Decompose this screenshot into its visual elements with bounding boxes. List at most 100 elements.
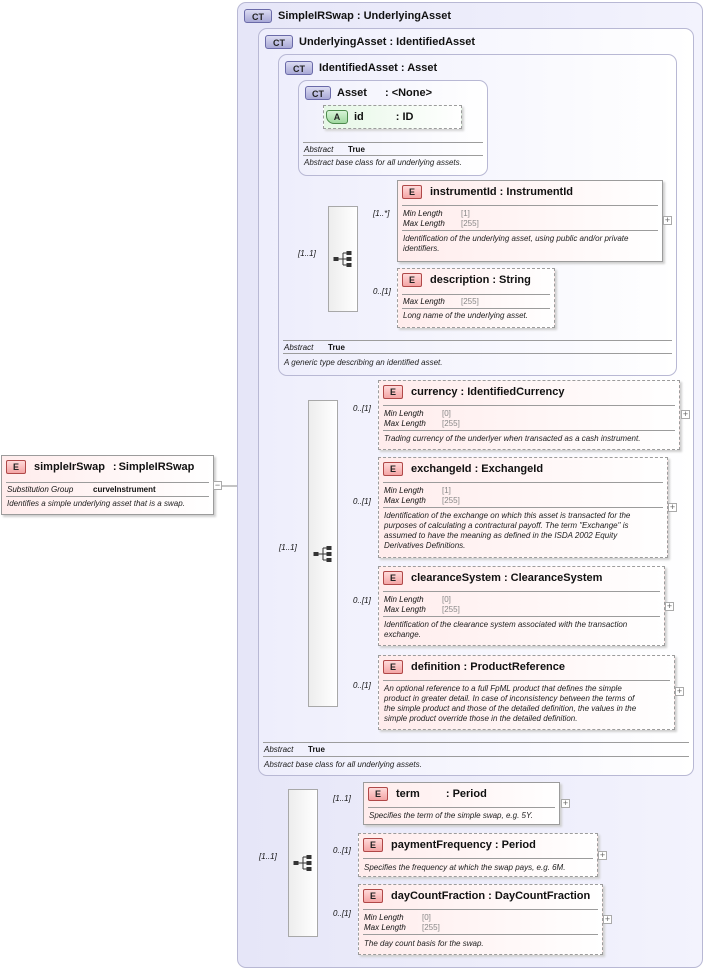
complextype-documentation: Abstract base class for all underlying a… (264, 760, 422, 769)
element-documentation: An optional reference to a full FpML pro… (384, 684, 669, 724)
collapse-toggle[interactable]: − (213, 480, 222, 490)
doc-line: Identification of the clearance system a… (384, 620, 628, 629)
divider (383, 482, 663, 483)
expand-toggle[interactable]: + (668, 502, 677, 512)
doc-line: simple product override those in the det… (384, 714, 578, 723)
cardinality-label: 0..[1] (353, 681, 371, 690)
doc-line: Identification of the underlying asset, … (403, 234, 629, 243)
complextype-title: SimpleIRSwap : UnderlyingAsset (278, 10, 451, 22)
cardinality-label: [1..1] (333, 794, 351, 803)
element-exchangeid[interactable]: E exchangeId : ExchangeId Min Length[1] … (378, 457, 668, 558)
facet-label: Min Length (403, 209, 443, 218)
doc-line: Derivatives Definitions. (384, 541, 466, 550)
facet-label: Substitution Group (7, 485, 74, 494)
facet-value: [255] (442, 419, 460, 428)
facet-value: [0] (422, 913, 431, 922)
element-currency[interactable]: E currency : IdentifiedCurrency Min Leng… (378, 380, 680, 450)
sequence-compositor[interactable] (288, 789, 318, 937)
facet-label: Min Length (384, 409, 424, 418)
cardinality-label: 0..[1] (333, 846, 351, 855)
element-simpleirswap[interactable]: E simpleIrSwap : SimpleIRSwap Substituti… (1, 455, 214, 515)
element-description[interactable]: E description : String Max Length[255] L… (397, 268, 555, 328)
doc-line: purposes of calculating a contractural p… (384, 521, 629, 530)
element-clearancesystem[interactable]: E clearanceSystem : ClearanceSystem Min … (378, 566, 665, 646)
expand-toggle[interactable]: + (561, 798, 570, 808)
facet-label: Max Length (403, 219, 445, 228)
element-icon: E (6, 460, 26, 474)
element-definition[interactable]: E definition : ProductReference An optio… (378, 655, 675, 730)
expand-toggle[interactable]: + (598, 850, 607, 860)
element-icon: E (383, 660, 403, 674)
divider (383, 507, 663, 508)
facet-value: [255] (461, 219, 479, 228)
complextype-icon: CT (244, 9, 272, 23)
facet-value: [1] (461, 209, 470, 218)
element-paymentfrequency[interactable]: E paymentFrequency : Period Specifies th… (358, 833, 598, 877)
divider (383, 591, 660, 592)
complextype-documentation: A generic type describing an identified … (284, 358, 443, 367)
sequence-icon (333, 251, 352, 267)
element-documentation: Specifies the frequency at which the swa… (364, 863, 566, 872)
element-term[interactable]: E term : Period Specifies the term of th… (363, 782, 560, 825)
divider (368, 807, 555, 808)
facet-label: Min Length (364, 913, 404, 922)
facet-min-length: Min Length[1] (384, 486, 451, 495)
element-icon: E (363, 838, 383, 852)
element-icon: E (383, 571, 403, 585)
cardinality-label: 0..[1] (333, 909, 351, 918)
element-header: E instrumentId : InstrumentId (402, 185, 573, 199)
doc-line: product in greater detail. In case of in… (384, 694, 635, 703)
cardinality-label: 0..[1] (353, 596, 371, 605)
element-header: E dayCountFraction : DayCountFraction (363, 889, 590, 903)
expand-toggle[interactable]: + (675, 686, 684, 696)
element-documentation: Identification of the underlying asset, … (403, 234, 657, 254)
element-title: definition : ProductReference (411, 661, 566, 673)
element-instrumentid[interactable]: E instrumentId : InstrumentId Min Length… (397, 180, 663, 262)
facet-max-length: Max Length[255] (403, 297, 479, 306)
attribute-id[interactable]: A id : ID (323, 105, 462, 129)
sequence-compositor[interactable] (328, 206, 358, 312)
abstract-label: Abstract (304, 145, 334, 154)
element-daycountfraction[interactable]: E dayCountFraction : DayCountFraction Mi… (358, 884, 603, 955)
attribute-icon: A (326, 110, 348, 124)
expand-toggle[interactable]: + (681, 409, 690, 419)
expand-toggle[interactable]: + (603, 914, 612, 924)
cardinality-label: 0..[1] (353, 497, 371, 506)
attribute-name: id (354, 111, 364, 123)
abstract-value: True (348, 145, 365, 154)
complextype-title: UnderlyingAsset : IdentifiedAsset (299, 36, 476, 48)
facet-label: Max Length (384, 419, 426, 428)
sequence-icon (293, 855, 312, 871)
element-documentation: Identification of the clearance system a… (384, 620, 659, 640)
complextype-name: Asset (337, 87, 367, 99)
facet-max-length: Max Length[255] (384, 496, 460, 505)
element-icon: E (402, 273, 422, 287)
facet-max-length: Max Length[255] (364, 923, 440, 932)
element-title: currency : IdentifiedCurrency (411, 386, 565, 398)
element-name: simpleIrSwap (34, 461, 105, 473)
complextype-icon: CT (285, 61, 313, 75)
facet-max-length: Max Length [255] (403, 219, 479, 228)
facet-min-length: Min Length [1] (403, 209, 470, 218)
expand-toggle[interactable]: + (663, 215, 672, 225)
abstract-label: Abstract (284, 343, 314, 352)
element-documentation: Identification of the exchange on which … (384, 511, 662, 551)
divider (363, 909, 598, 910)
doc-line: the simple product and those of the deta… (384, 704, 637, 713)
element-title: description : String (430, 274, 531, 286)
facet-label: Max Length (384, 605, 426, 614)
attribute-type: : ID (395, 111, 414, 123)
expand-toggle[interactable]: + (665, 601, 674, 611)
element-header: E clearanceSystem : ClearanceSystem (383, 571, 602, 585)
facet-value: [0] (442, 409, 451, 418)
element-documentation: Identifies a simple underlying asset tha… (7, 499, 185, 508)
facet-label: Max Length (403, 297, 445, 306)
element-title: dayCountFraction : DayCountFraction (391, 890, 591, 902)
facet-value: curveInstrument (93, 485, 156, 494)
element-icon: E (402, 185, 422, 199)
sequence-compositor[interactable] (308, 400, 338, 707)
complextype-type: : <None> (384, 87, 433, 99)
complextype-icon: CT (265, 35, 293, 49)
cardinality-label: [1..1] (259, 852, 277, 861)
element-title: exchangeId : ExchangeId (411, 463, 544, 475)
